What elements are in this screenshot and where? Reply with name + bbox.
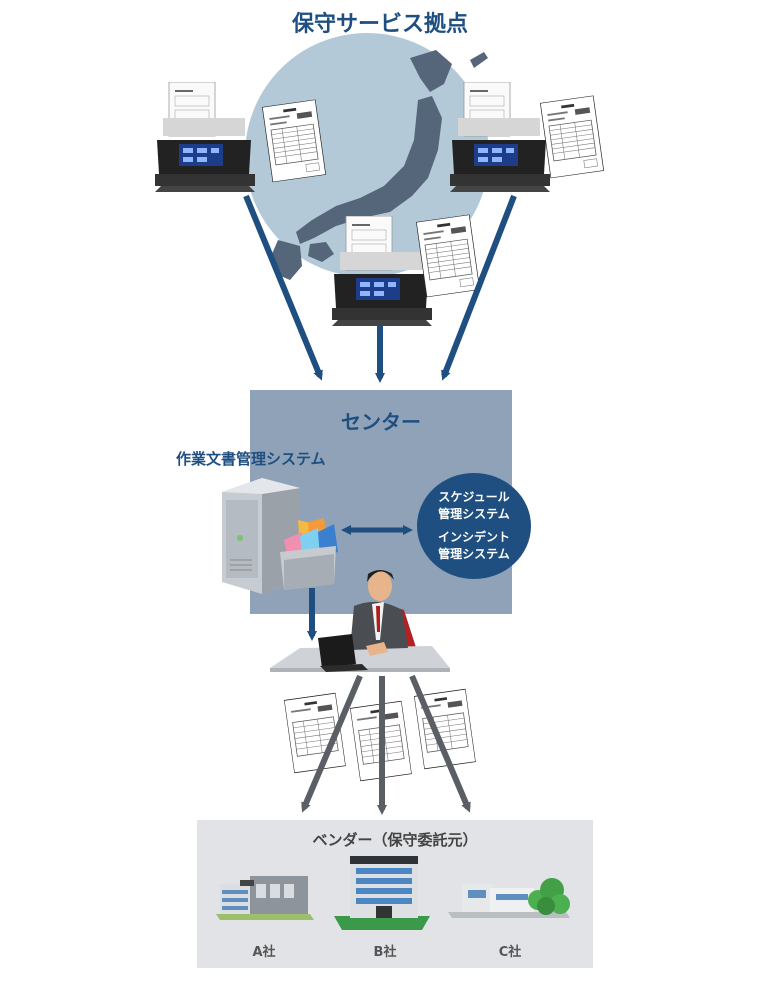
japan-map-icon: [245, 33, 489, 280]
flow-arrow: [409, 674, 471, 813]
building-icon: [448, 878, 570, 918]
company-label-a: A社: [252, 945, 276, 960]
circle-line: インシデント: [437, 530, 510, 544]
server-icon: [222, 478, 300, 594]
vendor-label: ベンダー（保守委託元）: [312, 831, 478, 849]
company-label-b: B社: [373, 945, 397, 960]
page-title: 保守サービス拠点: [291, 12, 468, 37]
building-icon: [216, 876, 314, 920]
company-label-c: C社: [498, 945, 522, 960]
flow-arrow: [301, 674, 363, 813]
file-drawer-icon: [280, 518, 338, 590]
flow-arrow: [243, 194, 323, 381]
office-worker-icon: [270, 570, 450, 672]
center-label: センター: [341, 410, 421, 434]
management-systems-circle: スケジュール 管理システム インシデント 管理システム: [417, 473, 531, 579]
doc-system-label: 作業文書管理システム: [176, 450, 326, 468]
circle-line: 管理システム: [438, 507, 510, 521]
circle-line: スケジュール: [438, 490, 510, 504]
building-icon: [334, 856, 430, 930]
circle-line: 管理システム: [438, 547, 510, 561]
flow-arrow: [441, 194, 517, 381]
